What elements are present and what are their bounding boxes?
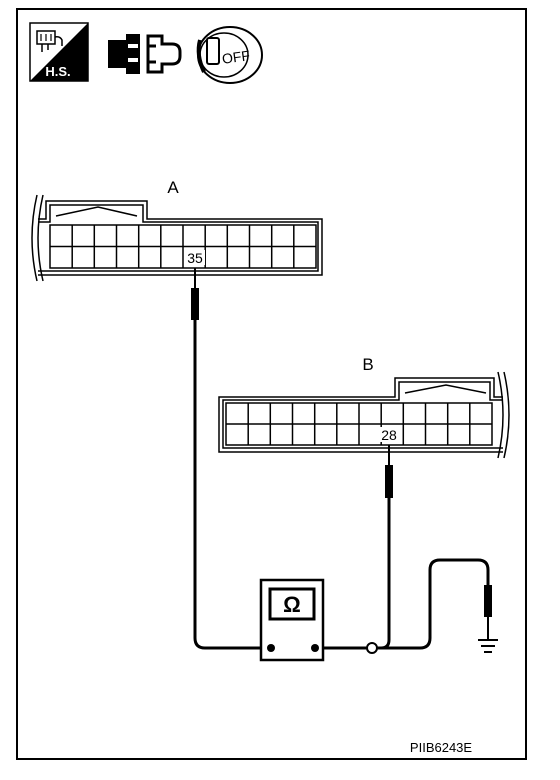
ohmmeter-terminal-left xyxy=(267,644,275,652)
ground-probe xyxy=(484,585,492,640)
connector-b-cavities xyxy=(225,402,493,446)
figure-code: PIIB6243E xyxy=(410,740,472,755)
ignition-off-icon: OFF xyxy=(196,26,263,84)
lead-b-wire xyxy=(378,498,391,650)
ohmmeter-terminal-right xyxy=(311,644,319,652)
connector-a-cavities xyxy=(49,224,317,269)
connector-b-terminal: 28 xyxy=(381,427,397,443)
probe-b xyxy=(385,445,393,498)
ground-wire xyxy=(377,558,490,650)
probe-a xyxy=(191,268,199,320)
connector-b: B 28 xyxy=(218,355,510,459)
lead-a-wire xyxy=(193,320,270,650)
connector-a-terminal: 35 xyxy=(187,250,203,266)
ohmmeter-display xyxy=(268,587,316,621)
lead-junction xyxy=(366,642,378,654)
harness-icon-label: H.S. xyxy=(45,64,70,79)
ignition-icon-label: OFF xyxy=(221,47,251,67)
ohmmeter-symbol: Ω xyxy=(283,592,301,617)
connector-b-label: B xyxy=(362,355,373,374)
figure-frame xyxy=(16,8,527,760)
harness-icon: H.S. xyxy=(29,22,89,82)
disconnect-connector-icon xyxy=(108,34,182,74)
ohmmeter: Ω xyxy=(259,578,325,662)
connector-a: A 35 xyxy=(31,178,323,282)
ground-icon xyxy=(478,639,498,653)
connector-a-label: A xyxy=(167,178,179,197)
